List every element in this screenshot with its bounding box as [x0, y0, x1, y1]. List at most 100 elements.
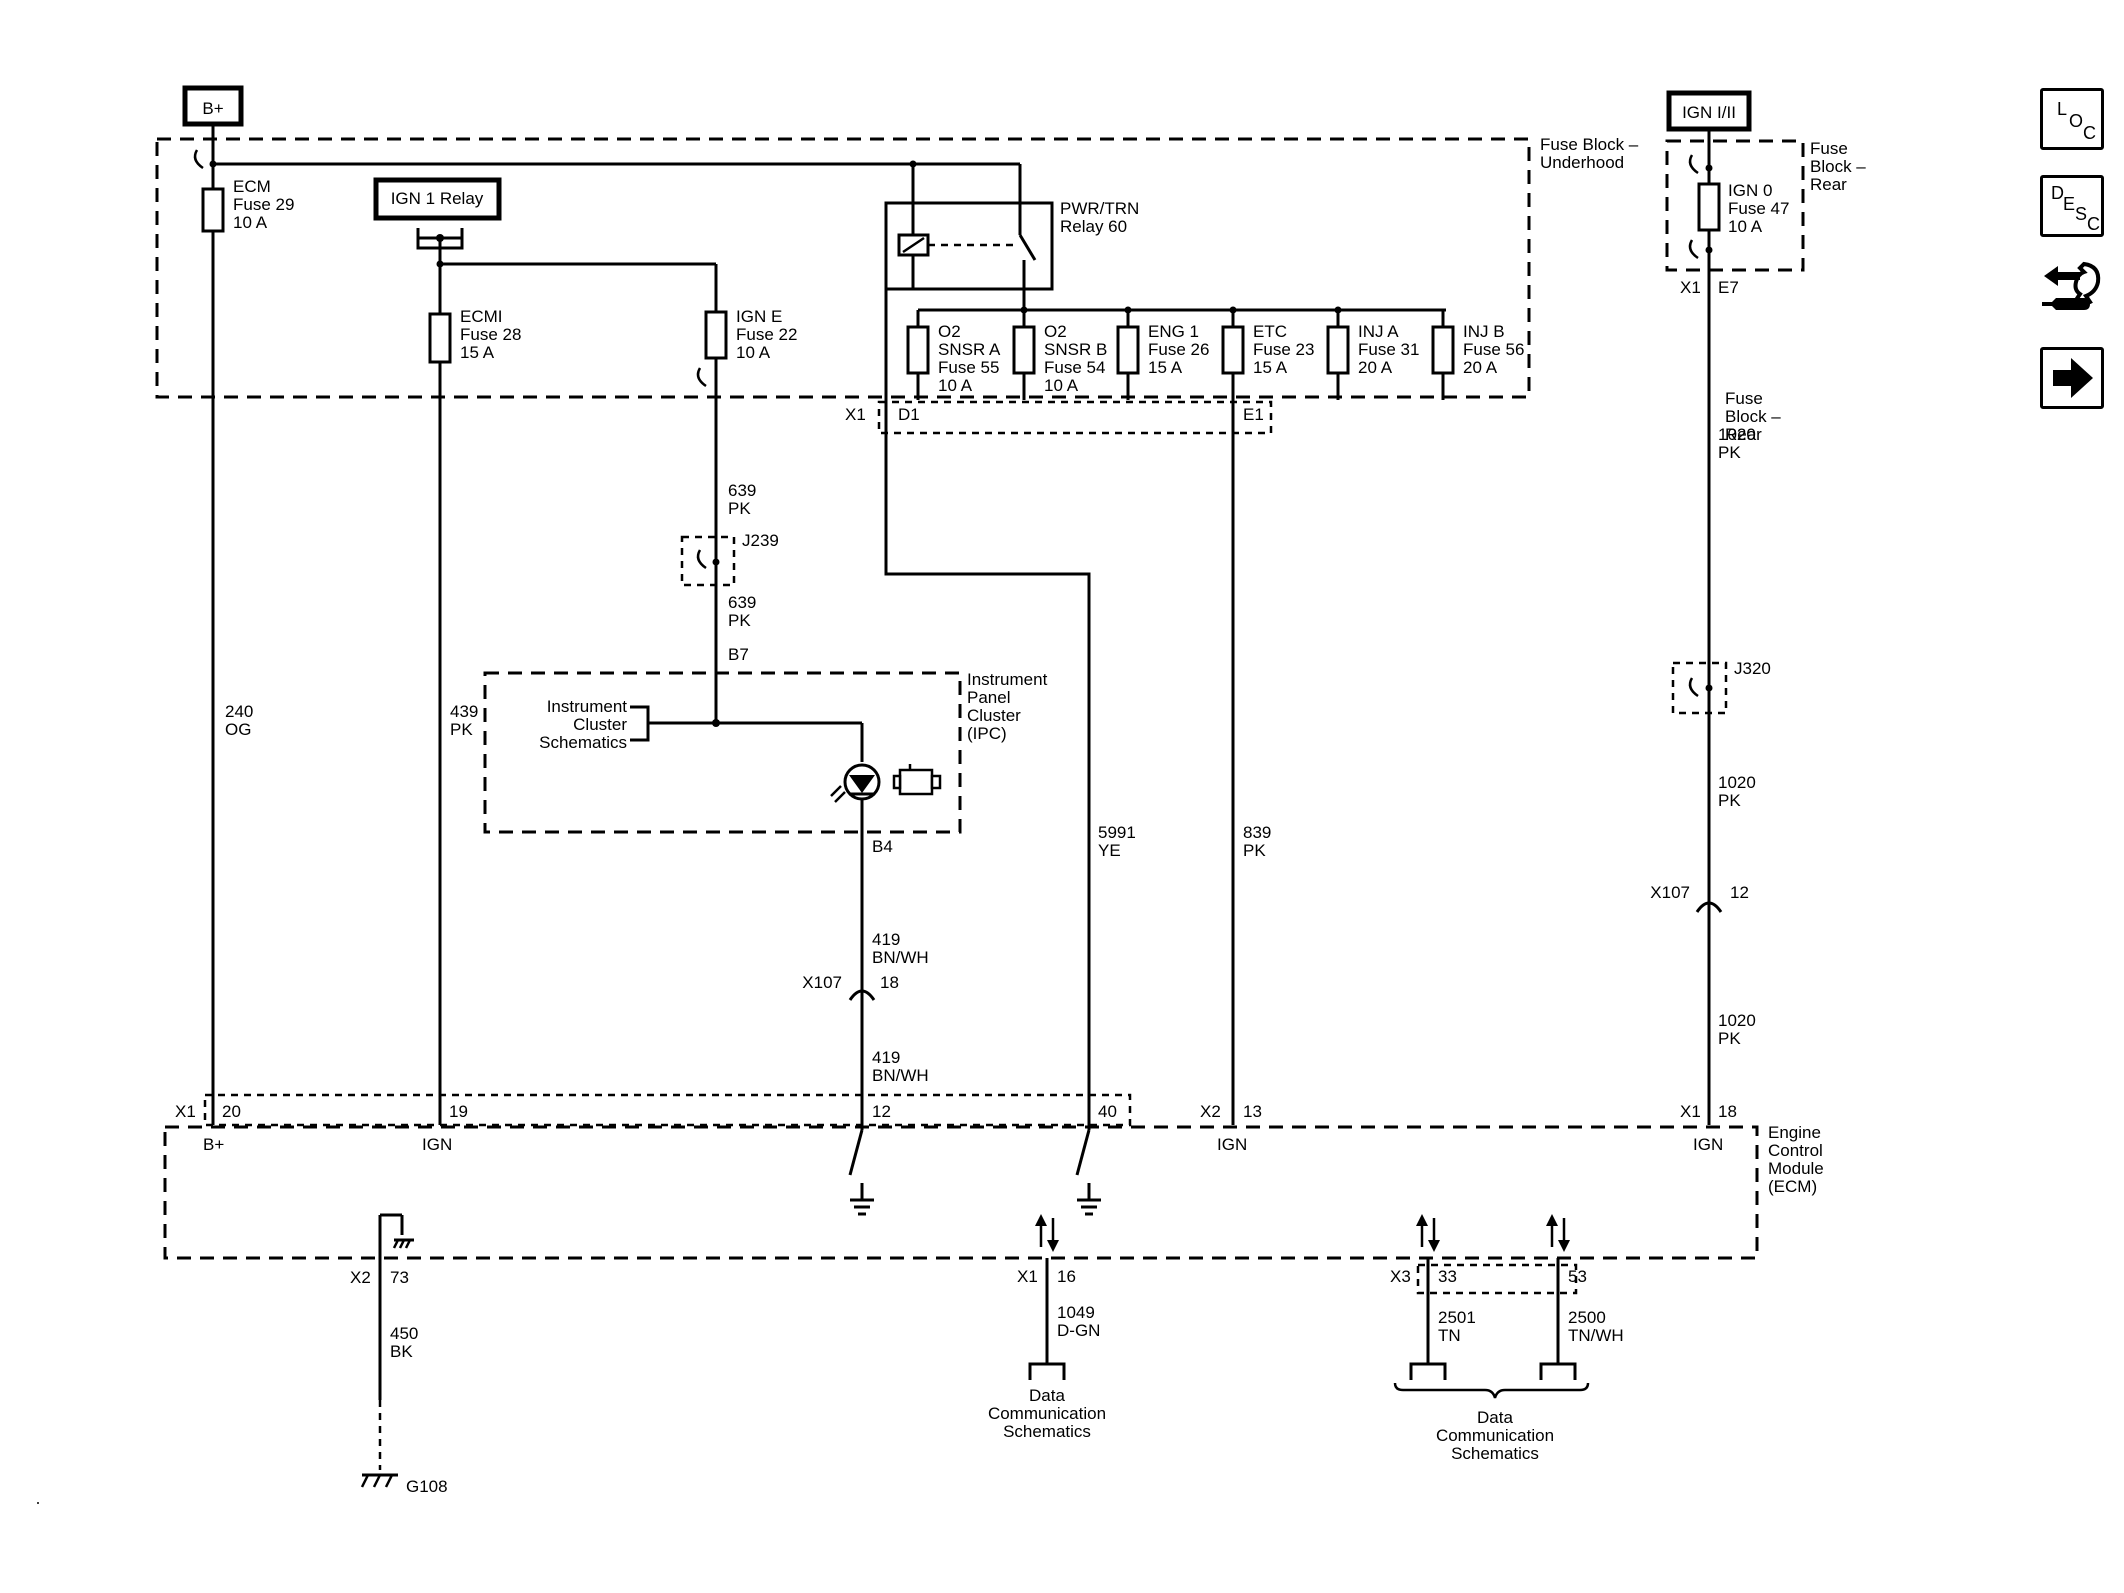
arrow-right-icon — [2053, 358, 2093, 398]
desc-letter-c: C — [2087, 214, 2100, 234]
bidirectional-arrow-icon — [1035, 1214, 1059, 1252]
speck — [37, 1502, 39, 1504]
ipc-ref-bracket — [630, 705, 650, 742]
relay-coil-symbol — [902, 236, 925, 254]
ecm-pin-ign-1: IGN — [422, 1135, 452, 1154]
loc-letter-l: L — [2057, 99, 2068, 119]
connector-x2-label: X2 — [1200, 1102, 1221, 1121]
pin-33-label: 33 — [1438, 1267, 1457, 1286]
splice-j239-symbol — [696, 549, 707, 570]
wire-5991 — [884, 289, 1091, 1130]
pin-53-label: 53 — [1568, 1267, 1587, 1286]
ipc-junction — [712, 719, 720, 727]
pin-13-label: 13 — [1243, 1102, 1262, 1121]
connector-b7-label: B7 — [728, 645, 749, 664]
fuse-block-rear-boundary — [1665, 139, 1805, 272]
bidirectional-arrow-icon — [1416, 1214, 1440, 1252]
fuse-inj-a — [1326, 325, 1350, 375]
svg-text:B+: B+ — [202, 99, 223, 118]
engine-icon — [892, 764, 942, 796]
connector-x107-pin18: 18 — [880, 973, 899, 992]
pin-73-label: 73 — [390, 1268, 409, 1287]
pwrtrn-relay-box — [884, 201, 1054, 291]
fuse-block-underhood-boundary — [155, 137, 1531, 399]
desc-button[interactable]: D E S C — [2040, 175, 2104, 237]
connector-x107-pin12-rear: 12 — [1730, 883, 1749, 902]
connector-x1-d1e1 — [877, 400, 1273, 435]
desc-letter-e: E — [2063, 194, 2076, 214]
splice-j320-symbol — [1688, 677, 1699, 698]
data-comm-connector-2 — [1409, 1362, 1447, 1380]
check-engine-led-icon — [830, 763, 881, 803]
fuse-ecmi — [428, 312, 452, 364]
ecm-pin-bplus: B+ — [203, 1135, 224, 1154]
connector-x1-e7-label: X1 — [1680, 278, 1701, 297]
pin-12-label: 12 — [872, 1102, 891, 1121]
connector-x1-label: X1 — [845, 405, 866, 424]
connector-x1-dc-label: X1 — [1017, 1267, 1038, 1286]
fuse-block-underhood-label: Fuse Block –Underhood — [1540, 135, 1639, 172]
splice-junction — [1705, 684, 1713, 692]
fuse-ign0 — [1697, 182, 1721, 232]
internal-ground-1 — [848, 1129, 874, 1216]
next-button[interactable] — [2040, 347, 2104, 409]
splice-j239-box — [680, 535, 736, 587]
ignition-source-box: IGN I/II — [1666, 90, 1752, 132]
ipc-boundary — [483, 671, 962, 834]
connector-x107-label: X107 — [802, 973, 842, 992]
splice-j239-label: J239 — [742, 531, 779, 550]
fuse-etc — [1221, 325, 1245, 375]
svg-text:IGN I/II: IGN I/II — [1682, 103, 1736, 122]
loc-button[interactable]: L O C — [2040, 88, 2104, 150]
connector-x107-rear-symbol — [1695, 901, 1723, 913]
pin-40-label: 40 — [1098, 1102, 1117, 1121]
connector-x107-symbol — [848, 989, 876, 1001]
ecm-boundary — [163, 1125, 1759, 1260]
data-comm-connector-1 — [1028, 1362, 1066, 1380]
connector-symbol — [696, 367, 707, 388]
connector-symbol — [1688, 154, 1699, 175]
connector-x3-label: X3 — [1390, 1267, 1411, 1286]
pin-20-label: 20 — [222, 1102, 241, 1121]
chassis-ground-icon — [378, 1213, 414, 1400]
loc-letter-c: C — [2083, 123, 2096, 143]
ground-g108-icon — [360, 1473, 398, 1488]
connector-x1-ecm — [203, 1093, 1132, 1127]
desc-letter-d: D — [2051, 183, 2064, 203]
connector-symbol — [193, 149, 204, 170]
pin-18-label: 18 — [1718, 1102, 1737, 1121]
wrench-icon[interactable] — [2040, 258, 2104, 330]
loc-letter-o: O — [2069, 111, 2084, 131]
connector-x1-ecm-label: X1 — [175, 1102, 196, 1121]
fuse-eng1 — [1116, 325, 1140, 375]
fuse-ecm — [201, 187, 225, 233]
svg-text:IGN 1 Relay: IGN 1 Relay — [391, 189, 484, 208]
connector-b4-label: B4 — [872, 837, 893, 856]
relay-switch-contact — [1018, 234, 1037, 261]
